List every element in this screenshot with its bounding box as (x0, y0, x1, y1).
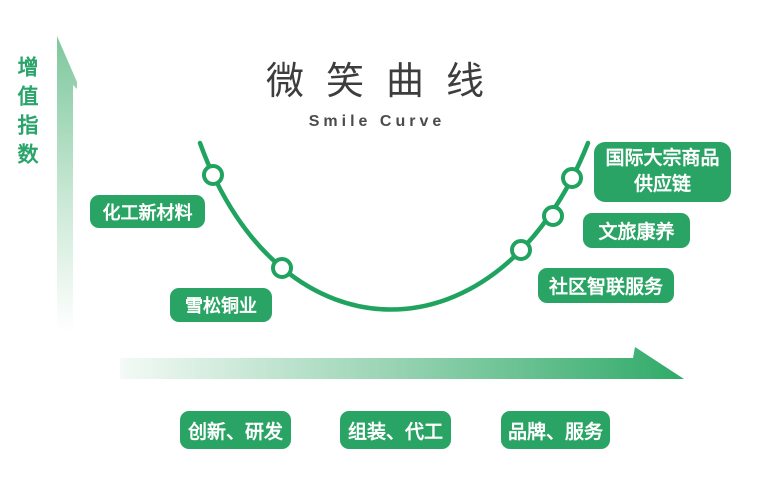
curve-point (202, 164, 224, 186)
curve-point (561, 167, 583, 189)
page-title: 微笑曲线 (265, 61, 506, 103)
y-axis-label: 增值指数 (15, 56, 38, 172)
curve-point (542, 205, 564, 227)
label-culture-tourism-wellness: 文旅康养 (583, 213, 690, 248)
curve-points (202, 164, 583, 279)
stage-label-innovation-rd: 创新、研发 (180, 411, 291, 449)
stage-label-assembly-oem: 组装、代工 (340, 411, 451, 449)
page-subtitle: Smile Curve (308, 113, 446, 130)
smile-curve-path (197, 140, 591, 312)
label-chemical-new-materials: 化工新材料 (90, 195, 205, 228)
curve-point (271, 257, 293, 279)
y-axis-arrow (57, 36, 77, 332)
title-block: 微笑曲线 Smile Curve (0, 50, 750, 131)
label-commodity-line1: 国际大宗商品 (605, 148, 720, 169)
curve-point (510, 239, 532, 261)
x-axis-arrow (120, 347, 684, 379)
label-international-commodity-supply-chain: 国际大宗商品 供应链 (594, 142, 731, 202)
stage-label-brand-service: 品牌、服务 (501, 411, 610, 449)
label-commodity-line2: 供应链 (633, 174, 691, 195)
label-community-smart-services: 社区智联服务 (538, 268, 674, 303)
label-xuesong-copper: 雪松铜业 (170, 288, 272, 322)
